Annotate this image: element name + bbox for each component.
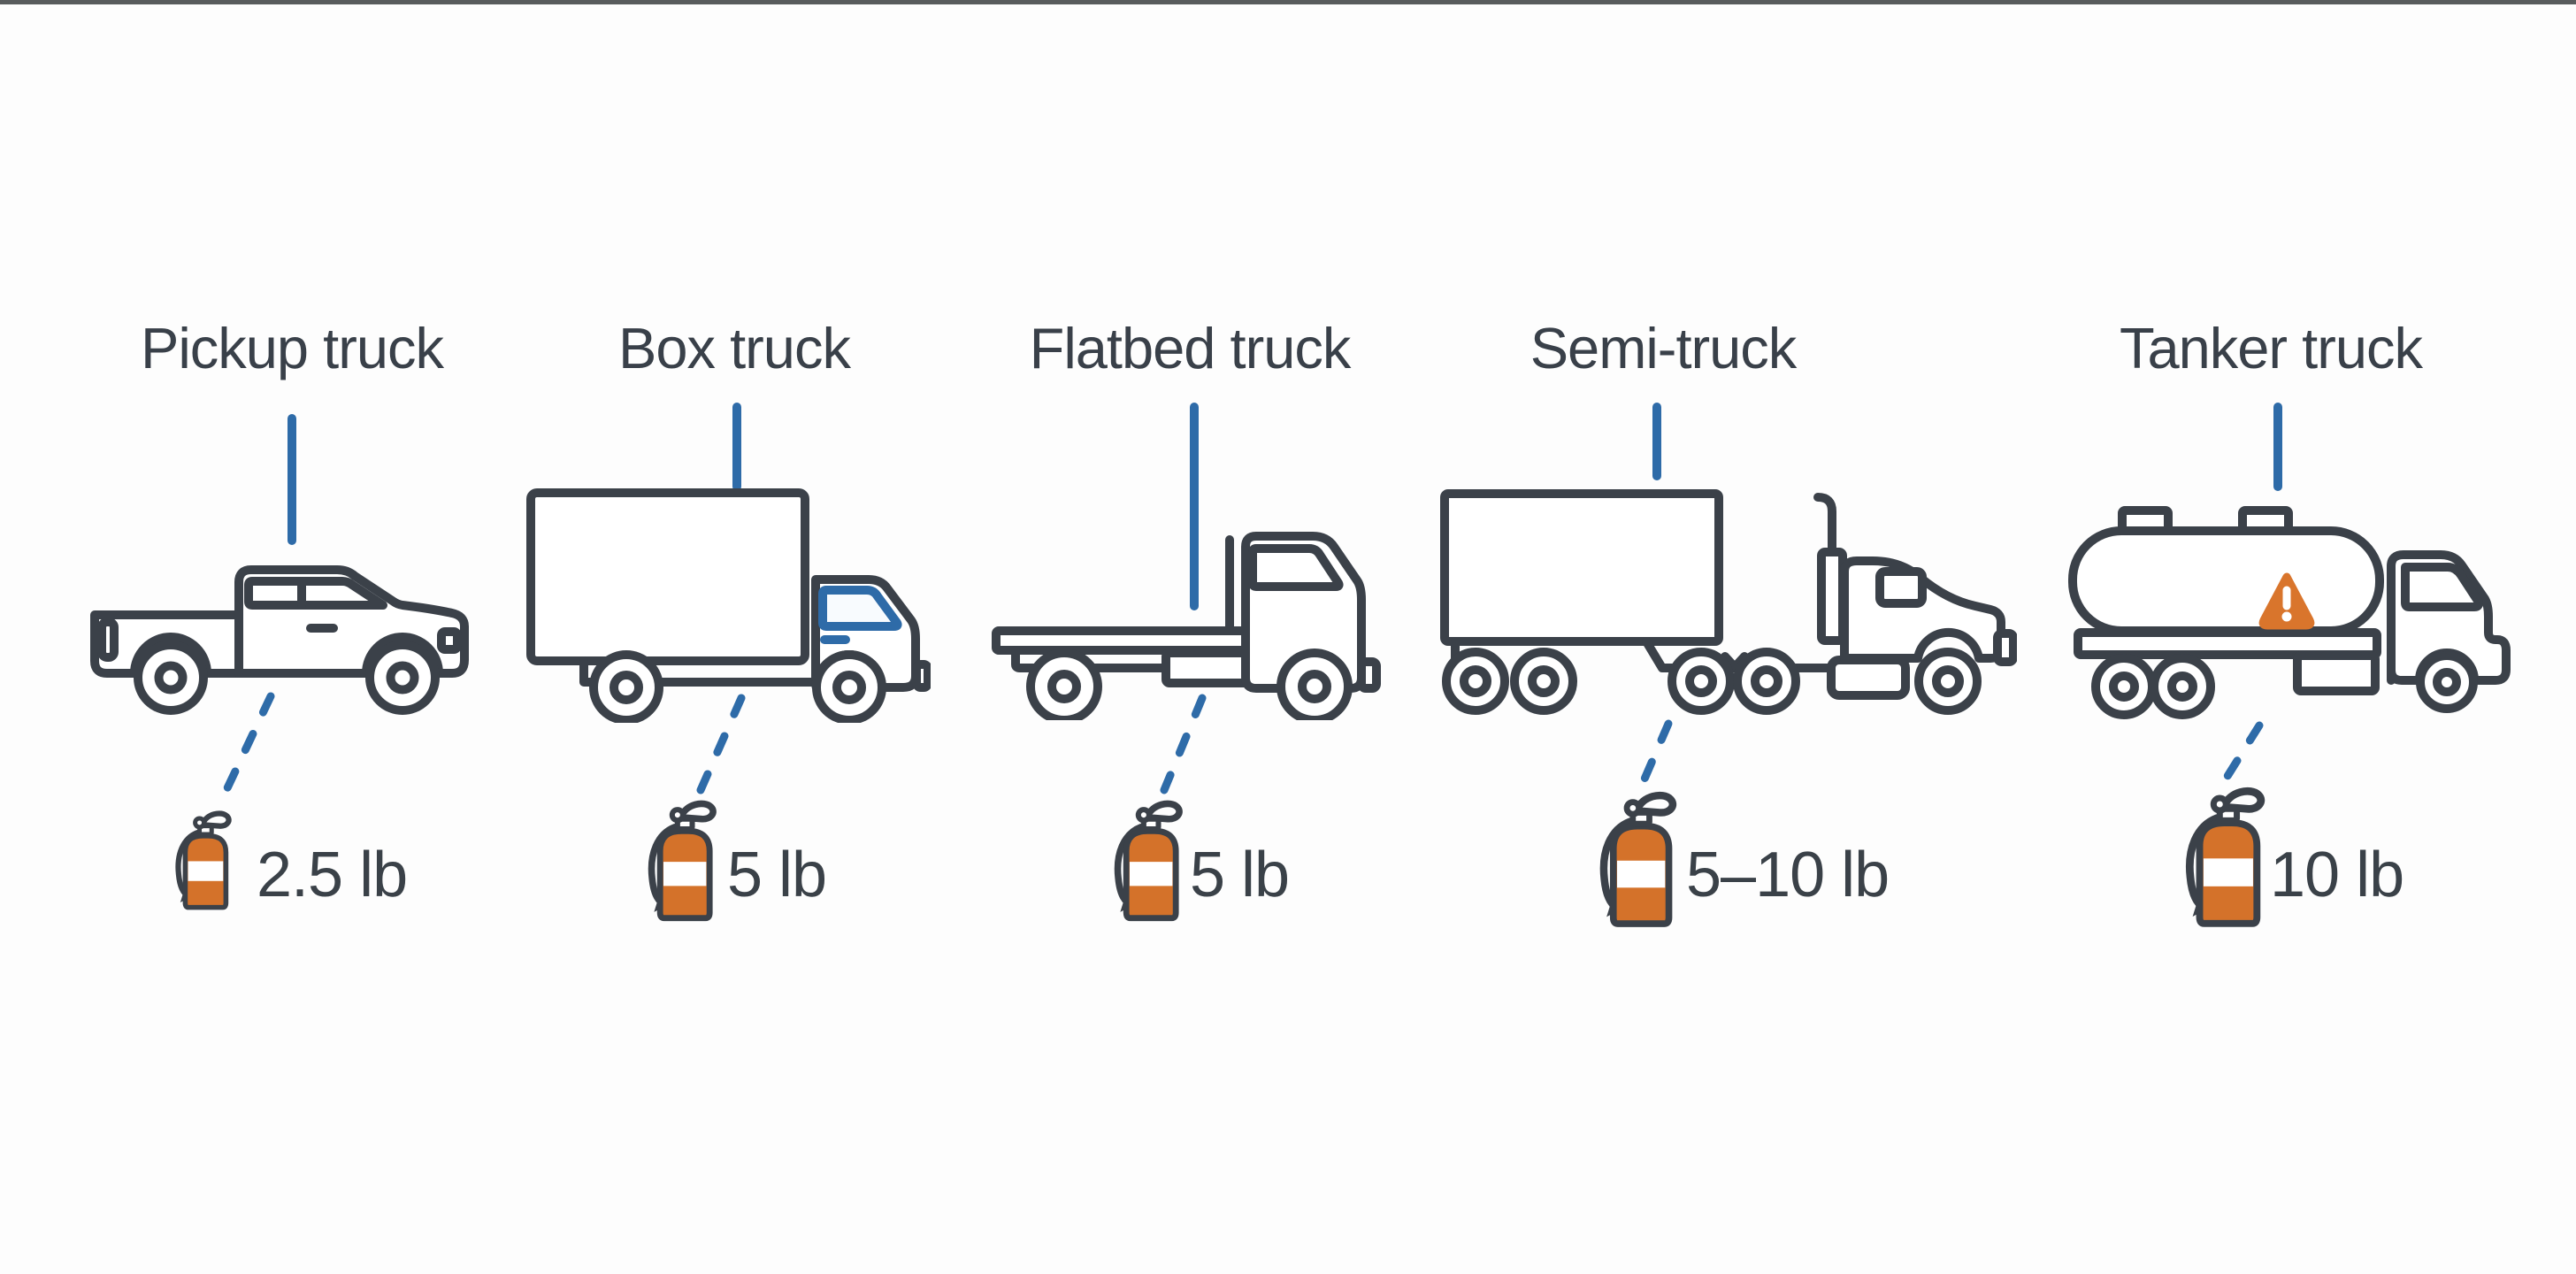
fire-extinguisher-icon bbox=[1592, 790, 1690, 929]
pointer-line bbox=[732, 403, 741, 491]
dashed-connector-line bbox=[1636, 719, 1673, 794]
truck-label: Box truck bbox=[618, 316, 851, 380]
dashed-connector-line bbox=[2216, 721, 2264, 792]
fire-extinguisher-icon bbox=[1108, 799, 1194, 923]
dashed-connector-line bbox=[1160, 694, 1207, 794]
pointer-line bbox=[1190, 403, 1199, 610]
pointer-line bbox=[1652, 403, 1661, 480]
extinguisher-size-label: 2.5 lb bbox=[257, 840, 408, 910]
truck-label: Semi-truck bbox=[1530, 316, 1798, 380]
extinguisher-size-label: 10 lb bbox=[2270, 840, 2404, 910]
fire-extinguisher-icon bbox=[2178, 786, 2279, 929]
semi-truck-icon bbox=[1440, 489, 2017, 715]
tanker-truck-icon bbox=[2068, 506, 2511, 719]
pointer-line bbox=[2273, 403, 2282, 491]
fire-extinguisher-icon bbox=[641, 799, 728, 923]
extinguisher-size-label: 5 lb bbox=[1190, 840, 1290, 910]
extinguisher-size-label: 5 lb bbox=[727, 840, 827, 910]
pickup-truck-icon bbox=[90, 565, 469, 715]
box-truck-icon bbox=[526, 488, 931, 723]
truck-label: Pickup truck bbox=[140, 316, 444, 380]
warning-triangle-icon bbox=[2258, 572, 2315, 630]
pointer-line bbox=[288, 414, 296, 545]
fire-extinguisher-icon bbox=[170, 810, 242, 911]
dashed-connector-line bbox=[696, 694, 746, 794]
flatbed-truck-icon bbox=[992, 532, 1381, 720]
truck-label: Flatbed truck bbox=[1029, 316, 1352, 380]
scan-edge-artifact bbox=[0, 0, 2576, 4]
extinguisher-size-label: 5–10 lb bbox=[1686, 840, 1890, 910]
truck-label: Tanker truck bbox=[2119, 316, 2423, 380]
dashed-connector-line bbox=[221, 692, 275, 796]
